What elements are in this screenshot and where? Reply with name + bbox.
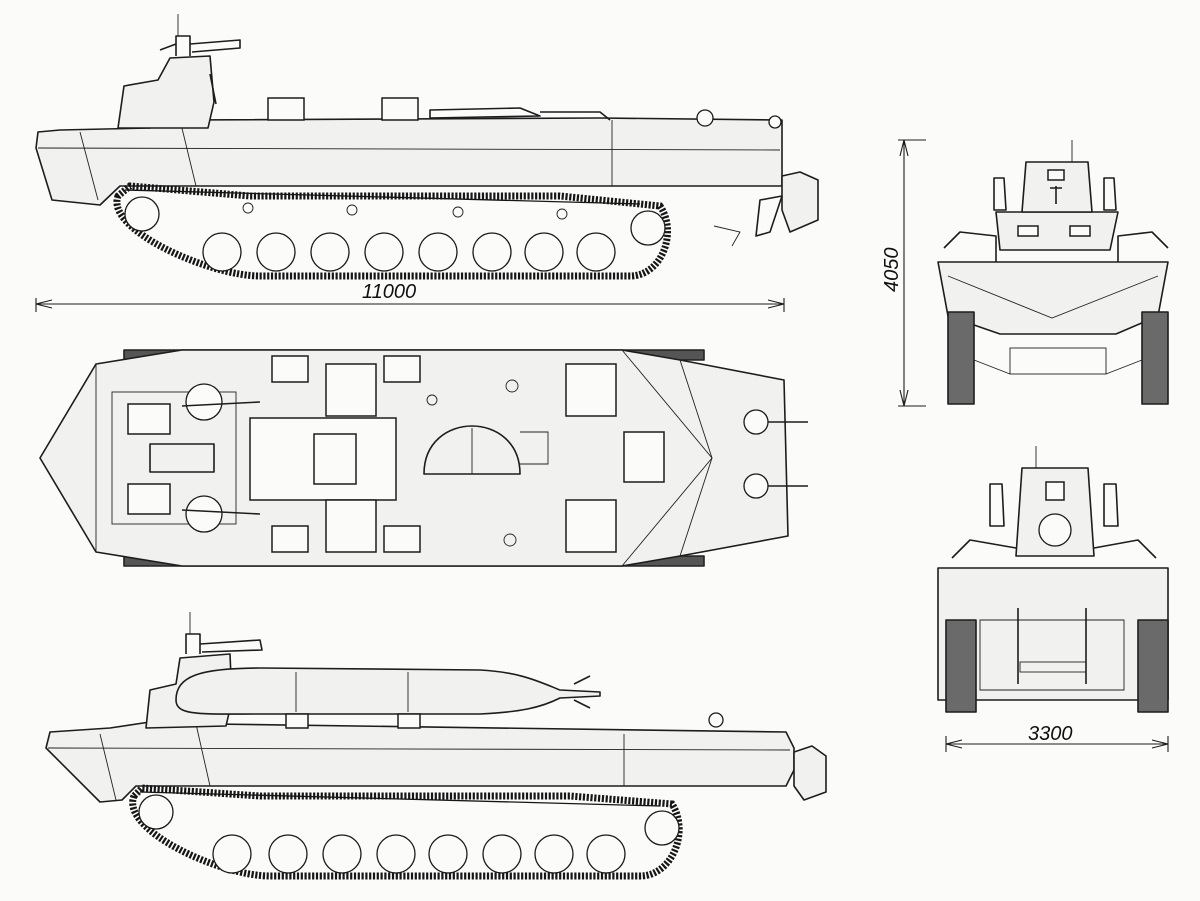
length-dimension-label: 11000 <box>362 281 416 303</box>
front-view: 4050 <box>881 139 1169 407</box>
side-view-torpedo <box>45 612 827 880</box>
top-view <box>39 349 808 567</box>
side-view: 11000 <box>35 14 819 312</box>
height-dimension-label: 4050 <box>881 248 903 293</box>
rear-view: 3300 <box>937 446 1169 752</box>
width-dimension-label: 3300 <box>1028 723 1073 745</box>
